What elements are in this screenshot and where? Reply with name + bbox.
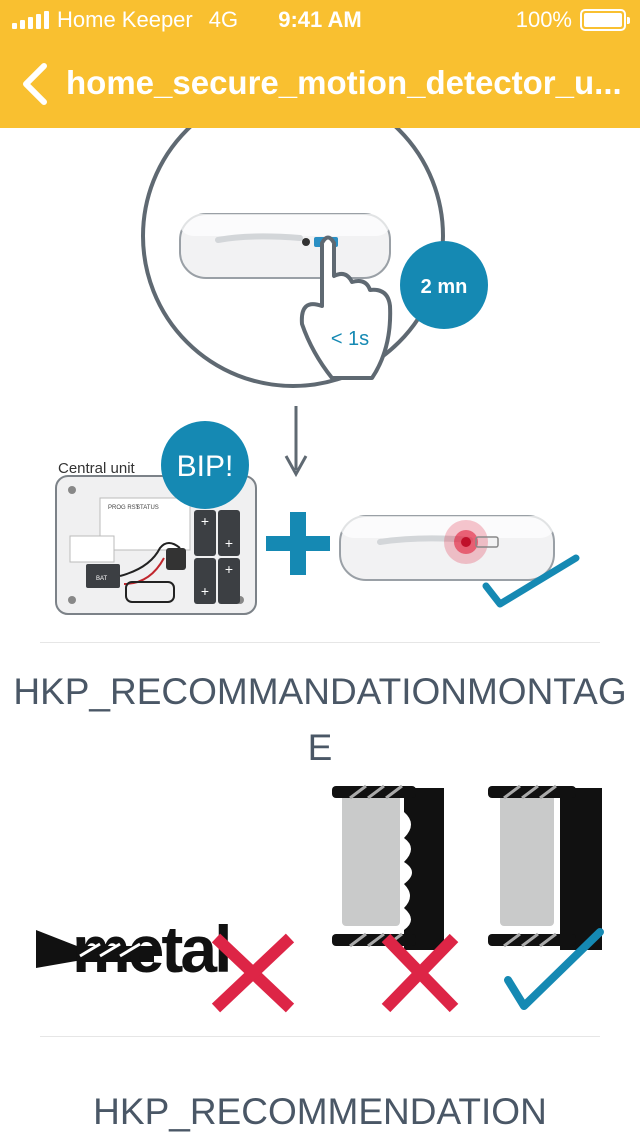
recommendation-text-2: HKP_RECOMMENDATION	[93, 1091, 547, 1132]
central-unit-label: Central unit	[58, 460, 136, 477]
battery-icon	[580, 9, 630, 31]
top-bar: Home Keeper 4G 9:41 AM 100% home_secure_…	[0, 0, 640, 128]
svg-text:+: +	[201, 513, 209, 529]
uneven-wall	[332, 784, 444, 950]
finger-press-icon: < 1s	[299, 235, 393, 380]
network-type: 4G	[208, 7, 239, 32]
pairing-illustration: < 1s 2 mn Central unit PROG RST STATUS B…	[55, 128, 580, 615]
detector-led	[339, 515, 555, 581]
recommendation-text-1: HKP_RECOMMANDATIONMONTAGE	[13, 671, 627, 768]
signal-icon	[12, 11, 49, 29]
carrier-name: Home Keeper	[57, 7, 193, 32]
mounting-illustration: metal	[36, 784, 604, 1013]
chevron-left-icon	[23, 63, 47, 105]
bip-label: BIP!	[177, 450, 234, 483]
plus-icon	[266, 512, 330, 575]
checkmark-icon	[504, 928, 604, 1010]
detector-zoom	[179, 213, 391, 279]
status-time: 9:41 AM	[278, 7, 362, 32]
nav-bar: home_secure_motion_detector_u...	[0, 40, 640, 128]
metal-surface: metal	[36, 912, 232, 986]
metal-label: metal	[72, 912, 229, 986]
checkmark-icon	[482, 554, 580, 608]
svg-text:+: +	[225, 535, 233, 551]
svg-text:PROG RST: PROG RST	[108, 505, 140, 511]
divider	[40, 642, 600, 643]
cross-icon	[211, 933, 295, 1013]
svg-text:STATUS: STATUS	[136, 505, 159, 511]
bip-badge	[161, 421, 249, 509]
status-bar: Home Keeper 4G 9:41 AM 100%	[0, 0, 640, 40]
cross-icon	[381, 933, 459, 1013]
divider	[40, 1036, 600, 1037]
back-button[interactable]	[10, 54, 60, 114]
svg-text:+: +	[225, 561, 233, 577]
central-unit: PROG RST STATUS BAT + + + +	[55, 475, 257, 615]
svg-text:BAT: BAT	[96, 576, 108, 582]
svg-text:+: +	[201, 583, 209, 599]
timer-label: 2 mn	[421, 276, 468, 298]
timer-badge	[400, 241, 488, 329]
page-title: home_secure_motion_detector_u...	[66, 64, 622, 101]
press-duration-label: < 1s	[331, 328, 369, 350]
battery-percent: 100%	[515, 7, 572, 32]
flat-wall	[488, 784, 602, 950]
content-scroll[interactable]: < 1s 2 mn Central unit PROG RST STATUS B…	[0, 128, 640, 1136]
